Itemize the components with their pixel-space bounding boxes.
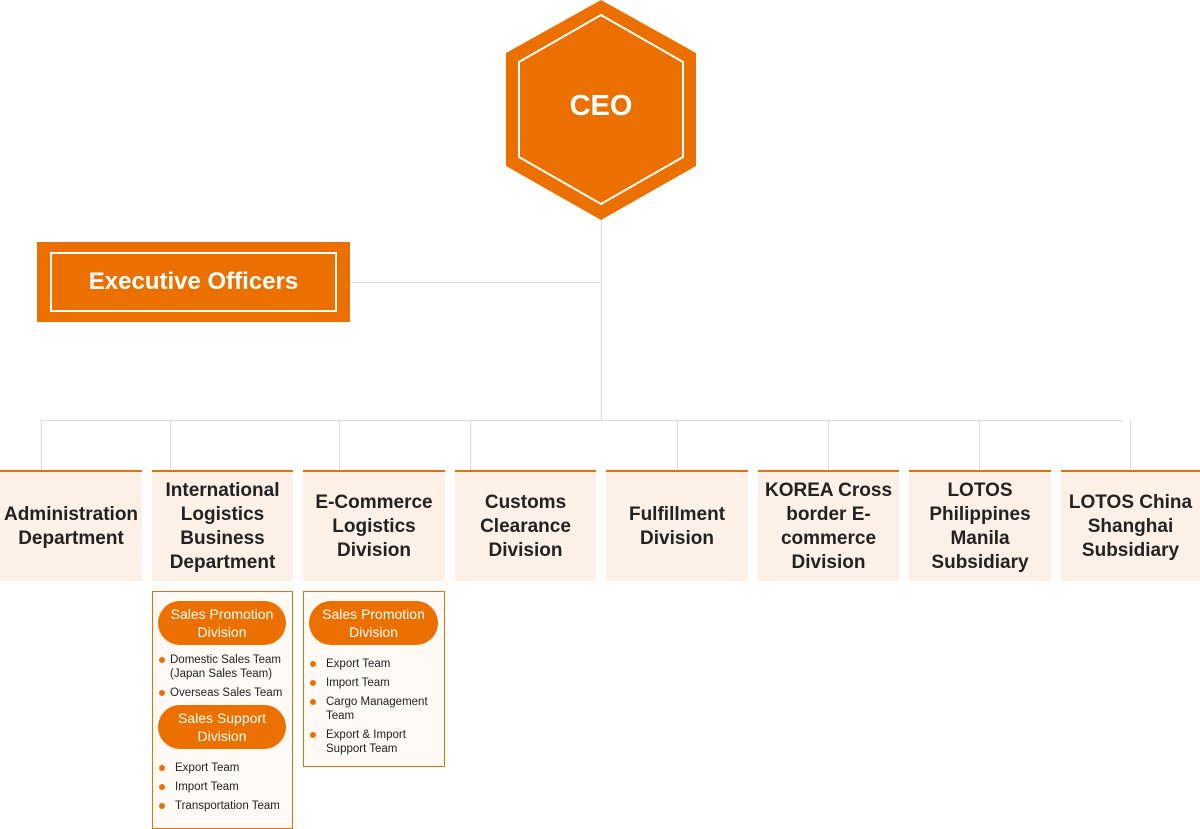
dept-korea-cross-border: KOREA Cross border E-commerce Division [758, 470, 899, 581]
team-item: Transportation Team [157, 799, 288, 813]
ceo-connector [601, 215, 602, 420]
dept-connector [1130, 420, 1131, 470]
team-label: Overseas Sales Team [170, 687, 283, 699]
dept-connector [677, 420, 678, 470]
bullet-icon [310, 661, 316, 667]
dept-connector [828, 420, 829, 470]
dept-lotos-philippines: LOTOS Philippines Manila Subsidiary [909, 470, 1051, 581]
dept-ecommerce-logistics: E-Commerce Logistics Division [303, 470, 445, 581]
dept-fulfillment: Fulfillment Division [606, 470, 748, 581]
team-label: Export & Import Support Team [326, 729, 406, 755]
team-label: Export Team [326, 658, 391, 670]
division-pill: Sales Support Division [158, 705, 286, 749]
bullet-icon [159, 803, 165, 809]
dept-administration: Administration Department [0, 470, 142, 581]
team-item: Cargo Management Team [308, 695, 440, 723]
bullet-icon [159, 657, 165, 663]
team-item: Import Team [157, 780, 288, 794]
bullet-icon [159, 784, 165, 790]
dept-international-logistics: International Logistics Business Departm… [152, 470, 293, 581]
team-item: Export & Import Support Team [308, 728, 440, 756]
executive-officers-label: Executive Officers [50, 252, 337, 312]
team-item: Overseas Sales Team [157, 686, 288, 700]
ceo-label: CEO [569, 90, 633, 122]
bullet-icon [310, 680, 316, 686]
team-label: Export Team [175, 762, 240, 774]
department-bus [41, 420, 1123, 421]
team-label: Domestic Sales Team (Japan Sales Team) [170, 654, 281, 680]
executive-officers-box: Executive Officers [37, 242, 350, 322]
bullet-icon [310, 699, 316, 705]
dept-lotos-china: LOTOS China Shanghai Subsidiary [1061, 470, 1200, 581]
executive-connector [350, 282, 601, 283]
dept-connector [979, 420, 980, 470]
ecommerce-subunits: Sales Promotion Division Export Team Imp… [303, 591, 445, 767]
dept-connector [339, 420, 340, 470]
intl-logistics-subunits: Sales Promotion Division Domestic Sales … [152, 591, 293, 829]
dept-customs-clearance: Customs Clearance Division [455, 470, 596, 581]
team-item: Import Team [308, 676, 440, 690]
team-item: Export Team [157, 761, 288, 775]
bullet-icon [159, 765, 165, 771]
dept-connector [41, 420, 42, 470]
division-pill: Sales Promotion Division [309, 601, 438, 645]
division-pill: Sales Promotion Division [158, 601, 286, 645]
team-label: Transportation Team [175, 800, 280, 812]
dept-connector [470, 420, 471, 470]
bullet-icon [159, 690, 165, 696]
team-label: Import Team [326, 677, 390, 689]
team-label: Import Team [175, 781, 239, 793]
ceo-hexagon [506, 0, 696, 220]
team-item: Domestic Sales Team (Japan Sales Team) [157, 653, 288, 681]
bullet-icon [310, 732, 316, 738]
dept-connector [170, 420, 171, 470]
team-label: Cargo Management Team [326, 696, 428, 722]
team-item: Export Team [308, 657, 440, 671]
